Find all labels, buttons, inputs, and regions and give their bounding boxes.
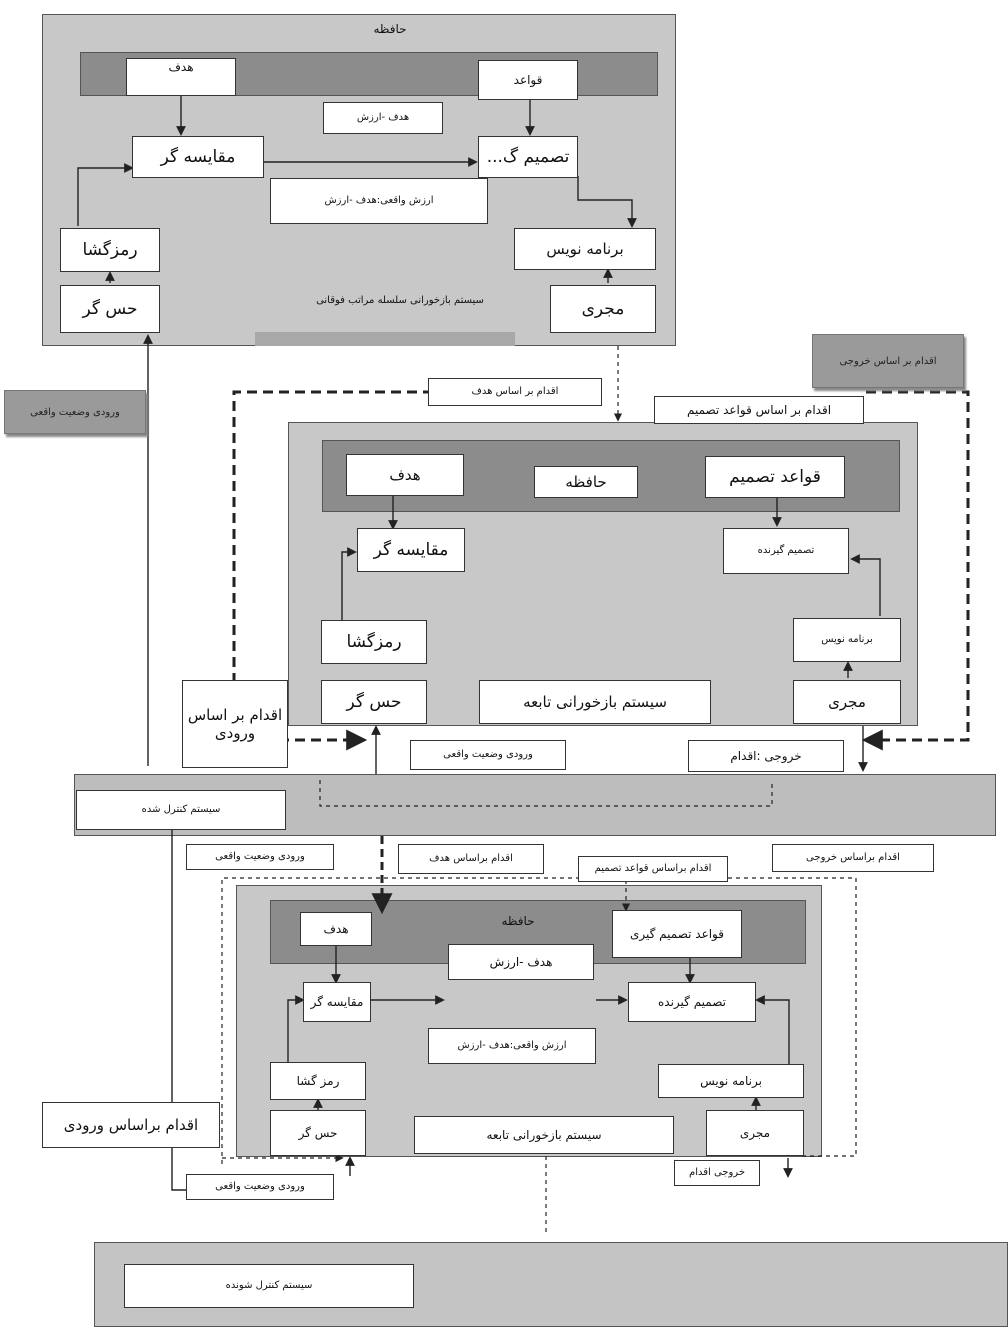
middle-sensor-box: حس گر — [321, 680, 427, 724]
real-input-tag: ورودی وضعیت واقعی — [4, 390, 146, 434]
middle-programmer-box: برنامه نویس — [793, 618, 901, 662]
bottom-input-action-box: اقدام براساس ورودی — [42, 1102, 220, 1148]
middle-decision-rules-box: قواعد تصمیم — [705, 456, 845, 498]
top-decision-box: تصمیم گ... — [478, 136, 578, 178]
bottom-memory-label: حافظه — [501, 914, 535, 928]
bottom-executor-box: مجری — [706, 1110, 804, 1156]
middle-goal-action-box: اقدام بر اساس هدف — [428, 378, 602, 406]
bottom-real-input-top-box: ورودی وضعیت واقعی — [186, 844, 334, 870]
bottom-decision-maker-box: تصمیم گیرنده — [628, 982, 756, 1022]
bottom-goal-value-box: هدف -ارزش — [448, 944, 594, 980]
top-goal-box: هدف — [126, 58, 236, 96]
top-panel-shadow — [255, 332, 515, 346]
bottom-rules-action-box: اقدام براساس قواعد تصمیم — [578, 856, 728, 882]
bottom-real-input-bottom-box: ورودی وضعیت واقعی — [186, 1174, 334, 1200]
bottom-programmer-box: برنامه نویس — [658, 1064, 804, 1098]
bottom-output-action-small-box: خروجی اقدام — [674, 1160, 760, 1186]
top-comparator-box: مقایسه گر — [132, 136, 264, 178]
top-memory-title: حافظه — [373, 22, 407, 36]
bottom-subsystem-box: سیستم بازخورانی تابعه — [414, 1116, 674, 1154]
bottom-goal-box: هدف — [300, 912, 372, 946]
bottom-goal-action-box: اقدام براساس هدف — [398, 844, 544, 874]
middle-goal-box: هدف — [346, 454, 464, 496]
middle-rules-action-box: اقدام بر اساس قواعد تصمیم — [654, 396, 864, 424]
bottom-decoder-box: رمز گشا — [270, 1062, 366, 1100]
middle-subsystem-box: سیستم بازخورانی تابعه — [479, 680, 711, 724]
output-action-tag: اقدام بر اساس خروجی — [812, 334, 964, 388]
bottom-actual-value-box: ارزش واقعی:هدف -ارزش — [428, 1028, 596, 1064]
bottom-decision-rules-box: قواعد تصمیم گیری — [612, 910, 742, 958]
middle-decoder-box: رمزگشا — [321, 620, 427, 664]
top-rules-box: قواعد — [478, 60, 578, 100]
controlled-system-box: سیستم کنترل شده — [76, 790, 286, 830]
middle-real-input-box: ورودی وضعیت واقعی — [410, 740, 566, 770]
controllable-system-box: سیستم کنترل شونده — [124, 1264, 414, 1308]
top-executor-box: مجری — [550, 285, 656, 333]
bottom-sensor-box: حس گر — [270, 1110, 366, 1156]
bottom-output-action-box: اقدام براساس خروجی — [772, 844, 934, 872]
top-decoder-box: رمزگشا — [60, 228, 160, 272]
top-system-label: سیستم بازخورانی سلسله مراتب فوقانی — [316, 295, 484, 306]
middle-comparator-box: مقایسه گر — [357, 528, 465, 572]
middle-output-action-box: خروجی :اقدام — [688, 740, 844, 772]
bottom-comparator-box: مقایسه گر — [303, 982, 371, 1022]
top-actual-value-box: ارزش واقعی:هدف -ارزش — [270, 178, 488, 224]
middle-input-action-box: اقدام بر اساس ورودی — [182, 680, 288, 768]
top-programmer-box: برنامه نویس — [514, 228, 656, 270]
middle-memory-box: حافظه — [534, 466, 638, 498]
middle-decision-maker-box: تصمیم گیرنده — [723, 528, 849, 574]
middle-executor-box: مجری — [793, 680, 901, 724]
top-sensor-box: حس گر — [60, 285, 160, 333]
top-goal-value-box: هدف -ارزش — [323, 102, 443, 134]
